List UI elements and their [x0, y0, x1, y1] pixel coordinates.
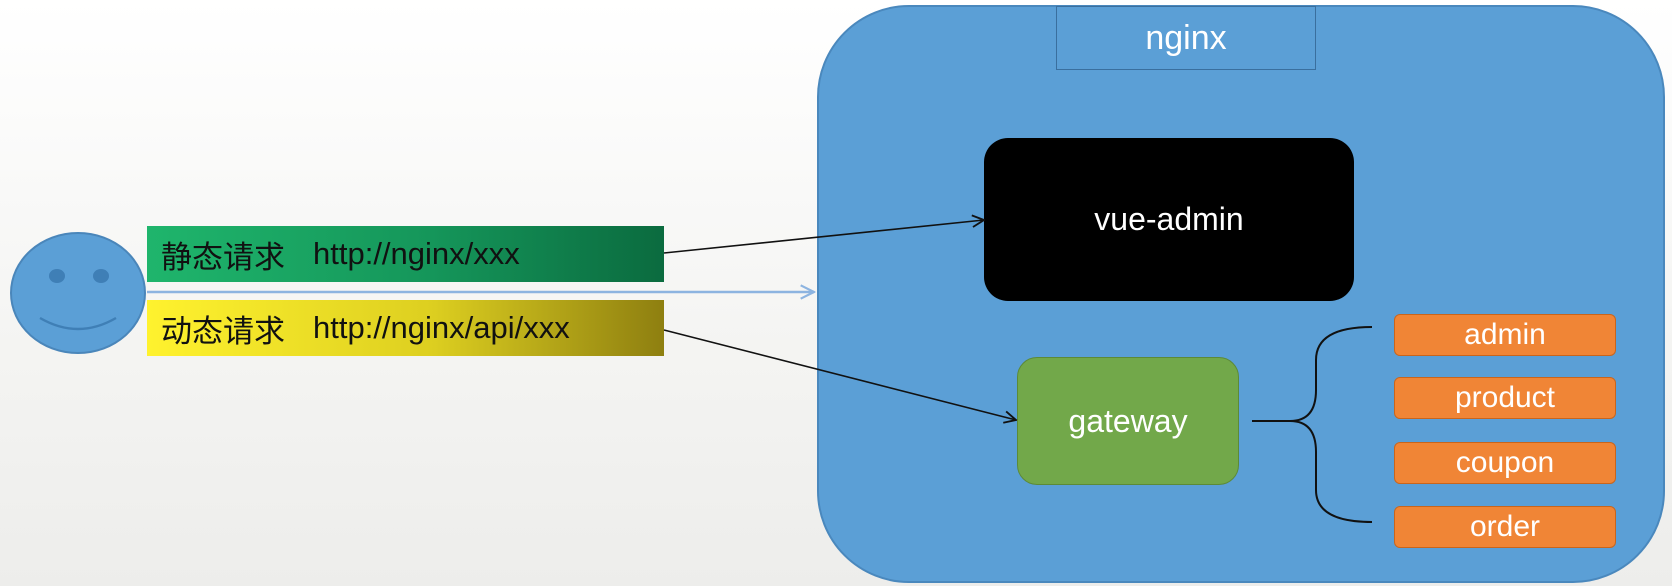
nginx-title: nginx	[1056, 6, 1316, 70]
smiley-face-icon	[10, 232, 146, 354]
service-product: product	[1394, 377, 1616, 419]
dynamic-request-url: http://nginx/api/xxx	[313, 310, 570, 345]
static-request-label: 静态请求 http://nginx/xxx	[147, 226, 664, 282]
service-label: product	[1454, 381, 1556, 414]
service-label: coupon	[1455, 446, 1555, 479]
service-order: order	[1394, 506, 1616, 548]
vue-admin-node: vue-admin	[984, 138, 1354, 301]
service-admin: admin	[1394, 314, 1616, 356]
service-label: order	[1469, 510, 1541, 543]
vue-admin-label: vue-admin	[1094, 201, 1244, 237]
dynamic-request-label: 动态请求 http://nginx/api/xxx	[147, 300, 664, 356]
gateway-node: gateway	[1017, 357, 1239, 485]
dynamic-request-kind: 动态请求	[161, 313, 285, 349]
static-request-url: http://nginx/xxx	[313, 236, 520, 271]
gateway-label: gateway	[1068, 402, 1188, 439]
service-label: admin	[1464, 318, 1546, 351]
service-coupon: coupon	[1394, 442, 1616, 484]
static-request-kind: 静态请求	[161, 239, 285, 275]
